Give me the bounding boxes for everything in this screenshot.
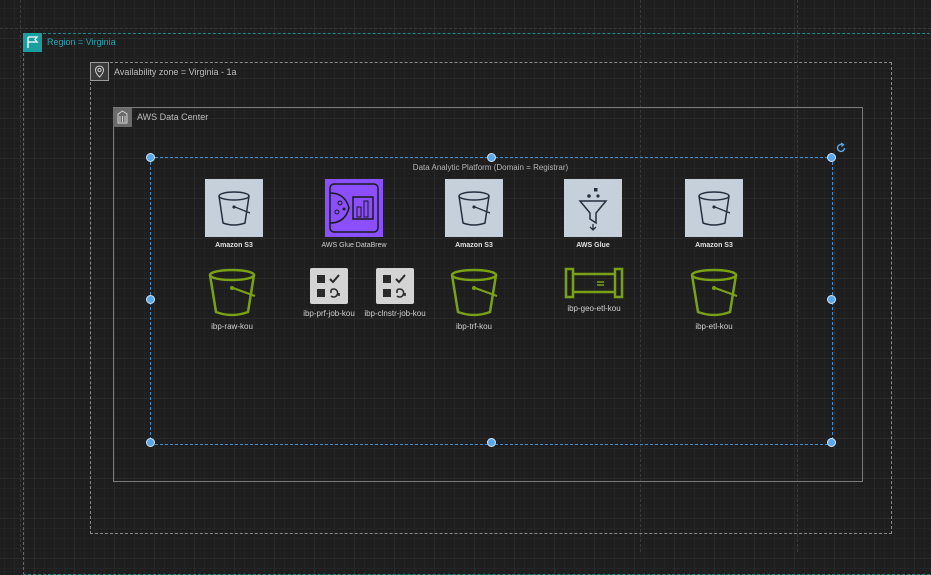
- building-icon: [113, 108, 132, 127]
- databrew-job-icon[interactable]: [310, 268, 348, 304]
- service-label: Amazon S3: [695, 242, 733, 249]
- bucket-icon[interactable]: [448, 266, 500, 318]
- resize-handle-nw[interactable]: [146, 153, 155, 162]
- service-label: Amazon S3: [215, 242, 253, 249]
- resource-label: ibp-trf-kou: [455, 322, 492, 331]
- glue-job-icon[interactable]: [564, 267, 624, 299]
- resource-label: ibp-clnstr-job-kou: [364, 309, 426, 318]
- resize-handle-sw[interactable]: [146, 438, 155, 447]
- flag-icon: [23, 33, 42, 52]
- rotate-handle-icon[interactable]: [835, 142, 847, 154]
- page-guide: [640, 0, 641, 552]
- resource-label: ibp-prf-job-kou: [303, 309, 355, 318]
- resize-handle-s[interactable]: [487, 438, 496, 447]
- group-label: Data Analytic Platform (Domain = Registr…: [412, 163, 569, 172]
- page-guide: [20, 0, 21, 552]
- bucket-icon[interactable]: [688, 266, 740, 318]
- datacenter-group[interactable]: [113, 107, 863, 482]
- service-label: AWS Glue DataBrew: [321, 242, 387, 249]
- availability-zone-label: Availability zone = Virginia - 1a: [114, 67, 237, 77]
- datacenter-label: AWS Data Center: [137, 112, 209, 122]
- bucket-icon[interactable]: [206, 266, 258, 318]
- glue-funnel-icon[interactable]: [564, 179, 622, 237]
- resize-handle-e[interactable]: [827, 295, 836, 304]
- s3-bucket-icon[interactable]: [445, 179, 503, 237]
- region-label: Region = Virginia: [47, 37, 116, 47]
- service-label: Amazon S3: [455, 242, 493, 249]
- resource-label: ibp-etl-kou: [695, 322, 733, 331]
- s3-bucket-icon[interactable]: [685, 179, 743, 237]
- s3-bucket-icon[interactable]: [205, 179, 263, 237]
- resource-label: ibp-geo-etl-kou: [567, 304, 621, 313]
- page-guide: [797, 0, 798, 552]
- location-pin-icon: [90, 62, 109, 81]
- service-label: AWS Glue: [576, 242, 610, 249]
- resize-handle-w[interactable]: [146, 295, 155, 304]
- databrew-job-icon[interactable]: [376, 268, 414, 304]
- resize-handle-se[interactable]: [827, 438, 836, 447]
- page-guide: [0, 28, 931, 29]
- resize-handle-ne[interactable]: [827, 153, 836, 162]
- resize-handle-n[interactable]: [487, 153, 496, 162]
- availability-zone-group[interactable]: [90, 62, 892, 534]
- glue-databrew-icon[interactable]: [325, 179, 383, 237]
- resource-label: ibp-raw-kou: [211, 322, 253, 331]
